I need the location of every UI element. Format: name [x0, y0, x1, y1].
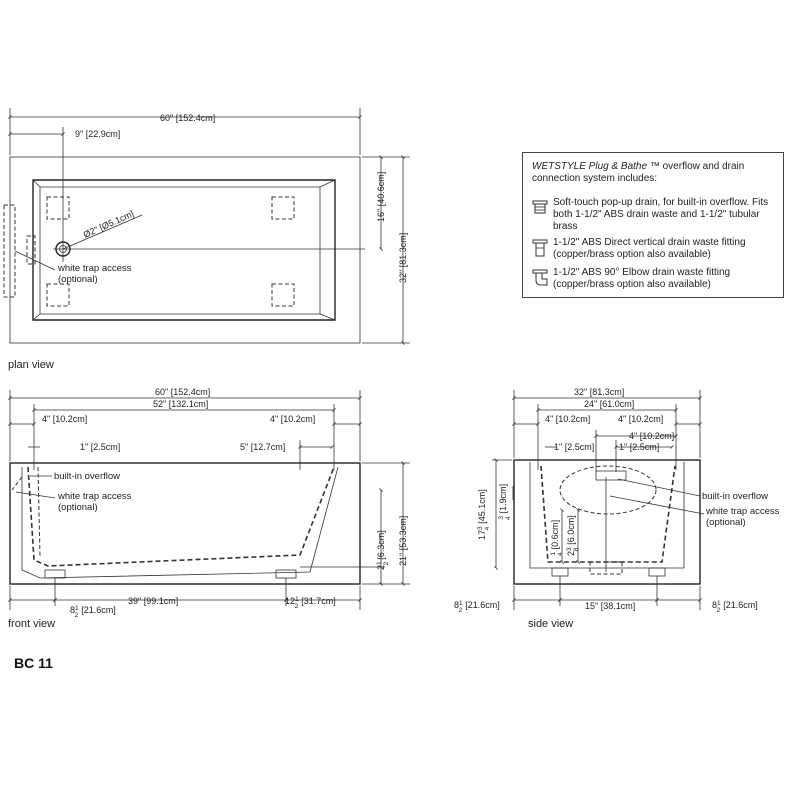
svg-text:212[6.3cm]: 212[6.3cm]: [376, 530, 390, 570]
side-center-offset-dim: 4" [10.2cm]: [629, 431, 674, 441]
side-width-dim: 32" [81.3cm]: [574, 387, 624, 397]
front-trap-access-optional: (optional): [58, 502, 98, 513]
front-right-offset-dim: 5" [12.7cm]: [240, 442, 285, 452]
front-drain-height-dim: 212[6.3cm]: [376, 530, 390, 570]
model-label: BC 11: [14, 655, 53, 671]
pop-up-drain-icon: [532, 200, 548, 214]
side-height-dim: 1734[45.1cm]: [477, 489, 491, 540]
plan-basin-rim: [32, 179, 336, 321]
side-foot: [551, 567, 569, 577]
side-small-dim: 34[1.9cm]: [498, 484, 512, 520]
plan-foot: [271, 196, 295, 220]
side-drain-dim: 238[6.0cm]: [566, 515, 580, 556]
legend-brand: WETSTYLE Plug & Bathe: [532, 161, 648, 172]
side-right-offset-dim: 1" [2.5cm]: [619, 442, 659, 452]
legend-item-text: 1-1/2" ABS 90° Elbow drain waste fitting…: [553, 267, 731, 290]
side-left-rim-dim: 4" [10.2cm]: [545, 414, 590, 424]
front-foot: [44, 569, 66, 579]
legend-title: WETSTYLE Plug & Bathe ™ overflow and dra…: [532, 161, 772, 185]
plan-trap-access-optional: (optional): [58, 274, 98, 285]
front-foot: [275, 569, 297, 579]
front-view: 60" [152.4cm] 52" [132.1cm] 4" [10.2cm] …: [8, 387, 410, 630]
front-left-rim-dim: 4" [10.2cm]: [42, 414, 87, 424]
side-foot: [648, 567, 666, 577]
front-foot-span-dim: 39" [99.1cm]: [128, 596, 178, 606]
side-trap-access-label: white trap access: [705, 506, 780, 517]
plan-half-depth-dim: 16" [40.6cm]: [376, 172, 386, 222]
legend-item-text: Soft-touch pop-up drain, for built-in ov…: [553, 197, 769, 232]
front-basin-profile: [27, 466, 335, 567]
side-view-label: side view: [528, 618, 573, 630]
front-width-dim: 60" [152.4cm]: [155, 387, 210, 397]
plan-outer-outline: [9, 156, 361, 344]
plan-foot: [46, 283, 70, 307]
vertical-waste-fitting-icon: [532, 239, 548, 257]
front-height-dim: 21" [53.3cm]: [398, 516, 408, 566]
plan-depth-dim: 32" [81.3cm]: [398, 233, 408, 283]
legend-title-rest: ™ overflow and drain connection system i…: [532, 161, 745, 184]
front-right-rim-dim: 4" [10.2cm]: [270, 414, 315, 424]
side-overflow-label: built-in overflow: [702, 491, 768, 502]
plan-view-label: plan view: [8, 359, 54, 371]
side-right-rim-dim: 4" [10.2cm]: [618, 414, 663, 424]
side-quarter-dim: 14[0.6cm]: [550, 520, 564, 556]
side-view: 32" [81.3cm] 24" [61.0cm] 4" [10.2cm] 4"…: [454, 387, 780, 630]
side-inner-dim: 24" [61.0cm]: [584, 399, 634, 409]
side-overflow-zone: [559, 465, 657, 515]
front-view-label: front view: [8, 618, 55, 630]
side-foot-span-dim: 15" [38.1cm]: [585, 601, 635, 611]
plan-trap-access-label: white trap access: [57, 263, 132, 274]
plan-view: 60" [152.4cm] 9" [22.9cm] Ø2" [Ø5.1cm] 1…: [3, 108, 410, 371]
side-left-offset-dim: 1" [2.5cm]: [554, 442, 594, 452]
front-left-offset-dim: 1" [2.5cm]: [80, 442, 120, 452]
drain-system-legend: WETSTYLE Plug & Bathe ™ overflow and dra…: [522, 152, 784, 298]
legend-item-text: 1-1/2" ABS Direct vertical drain waste f…: [553, 237, 746, 260]
plan-foot: [271, 283, 295, 307]
front-outer-outline: [9, 462, 361, 585]
elbow-fitting-icon: [532, 269, 548, 286]
side-trap-access-optional: (optional): [706, 517, 746, 528]
plan-foot: [46, 196, 70, 220]
front-overflow-label: built-in overflow: [54, 471, 120, 482]
plan-width-dim: 60" [152.4cm]: [160, 113, 215, 123]
plan-trap-access: [3, 204, 16, 298]
side-outer-outline: [513, 459, 701, 585]
plan-drain-offset-dim: 9" [22.9cm]: [75, 129, 120, 139]
front-trap-access-label: white trap access: [57, 491, 132, 502]
front-inner-dim: 52" [132.1cm]: [153, 399, 208, 409]
plan-drain-dia-dim: Ø2" [Ø5.1cm]: [82, 209, 136, 240]
plan-basin-floor: [39, 186, 321, 315]
